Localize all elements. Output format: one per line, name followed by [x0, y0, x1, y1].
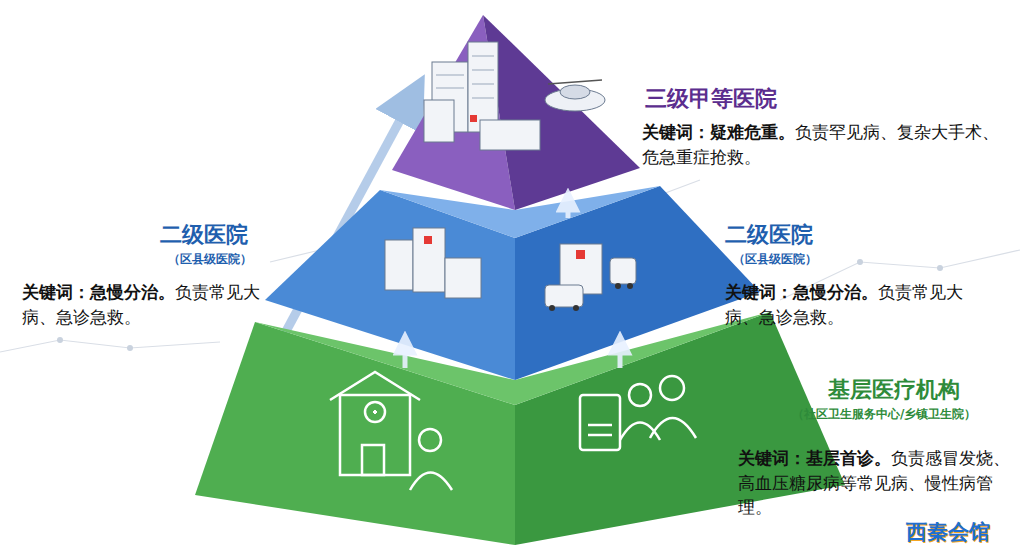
- keyword: 关键词：急慢分治。: [22, 282, 175, 302]
- keyword-text: 关键词：基层首诊。负责感冒发烧、高血压糖尿病等常见病、慢性病管理。: [738, 446, 1018, 520]
- heading: 二级医院: [160, 222, 248, 248]
- keyword: 关键词：急慢分治。: [725, 282, 878, 302]
- tier-heading: 二级医院: [725, 222, 813, 248]
- tier-heading: 基层医疗机构: [828, 377, 960, 403]
- tier-subheading: （区县级医院）: [168, 252, 252, 266]
- tier-heading: 三级甲等医院: [645, 86, 777, 112]
- heading: 三级甲等医院: [645, 86, 777, 112]
- background-lines: [0, 180, 1020, 440]
- heading: （社区卫生服务中心/乡镇卫生院）: [792, 407, 976, 421]
- tier-subheading: （社区卫生服务中心/乡镇卫生院）: [792, 407, 976, 421]
- keyword-text: 关键词：疑难危重。负责罕见病、复杂大手术、危急重症抢救。: [642, 120, 1014, 169]
- pyramid-tier: 二级医院（区县级医院）关键词：急慢分治。负责常见大病、急诊急救。二级医院（区县级…: [265, 218, 760, 338]
- pyramid-tier: 基层医疗机构（社区卫生服务中心/乡镇卫生院）关键词：基层首诊。负责感冒发烧、高血…: [195, 368, 845, 545]
- heading: （区县级医院）: [168, 252, 252, 266]
- heading: 基层医疗机构: [828, 377, 960, 403]
- keyword-text: 关键词：急慢分治。负责常见大病、急诊急救。: [22, 280, 277, 329]
- keyword: 关键词：疑难危重。: [642, 122, 795, 142]
- watermark: 西秦会馆: [906, 518, 990, 546]
- up-arrow: [566, 200, 571, 218]
- up-arrow: [618, 343, 623, 368]
- keyword-text: 关键词：急慢分治。负责常见大病、急诊急救。: [725, 280, 987, 329]
- tier-heading: 二级医院: [160, 222, 248, 248]
- pyramid-tier: 三级甲等医院关键词：疑难危重。负责罕见病、复杂大手术、危急重症抢救。: [392, 15, 642, 195]
- up-arrow: [403, 343, 408, 368]
- tier-subheading: （区县级医院）: [733, 252, 817, 266]
- heading: 二级医院: [725, 222, 813, 248]
- heading: （区县级医院）: [733, 252, 817, 266]
- keyword: 关键词：基层首诊。: [738, 448, 891, 468]
